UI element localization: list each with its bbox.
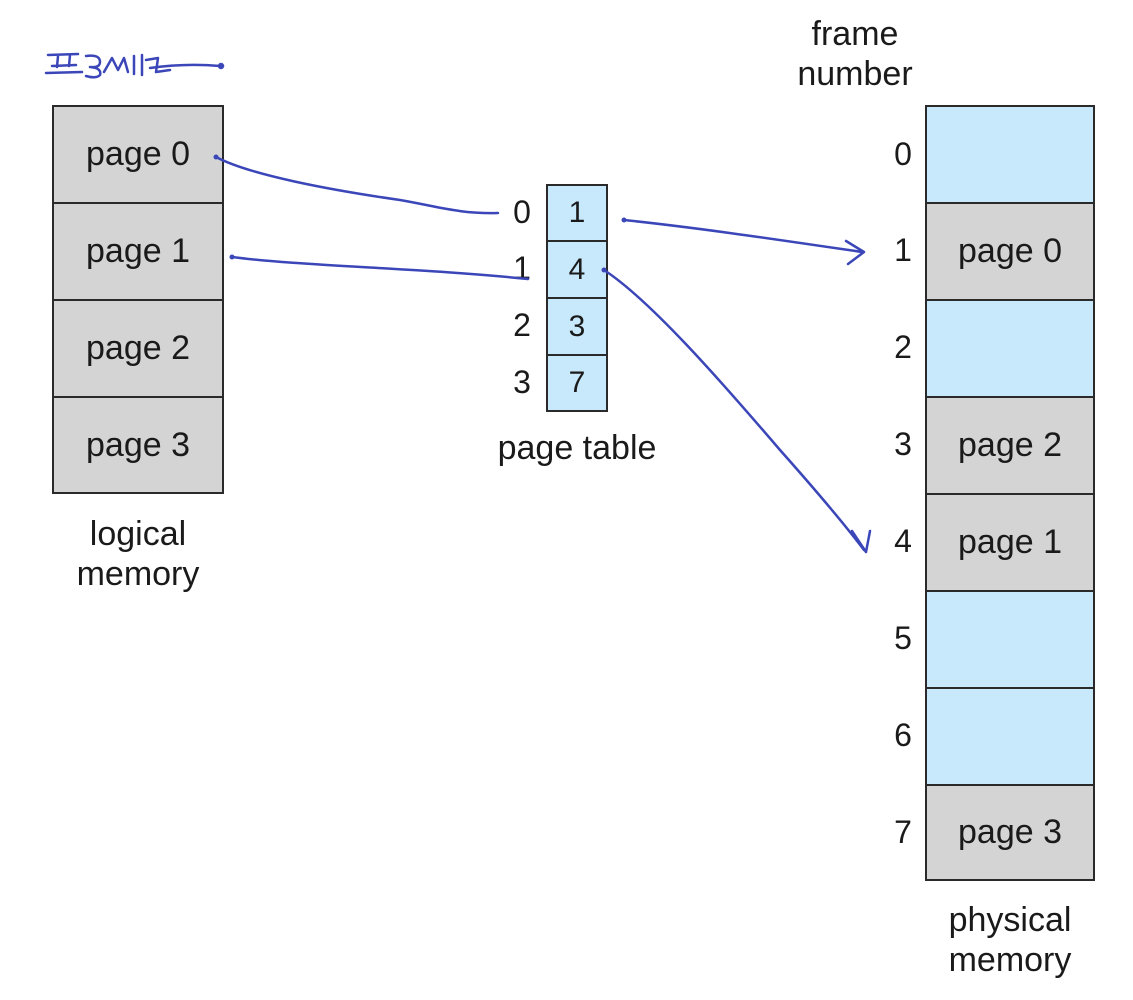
page-table-entry-0: 1 xyxy=(546,184,608,242)
page-table-entry-2: 3 xyxy=(546,297,608,356)
frame-number: 3 xyxy=(894,426,912,462)
page-table-index: 2 xyxy=(513,307,531,343)
logical-page-0: page 0 xyxy=(52,105,224,204)
frame-number: 7 xyxy=(894,814,912,850)
physical-frame-6 xyxy=(925,687,1095,786)
frame-number-header: frame number xyxy=(797,15,913,93)
logical-memory-caption: logical memory xyxy=(76,515,200,593)
physical-frame-7: page 3 xyxy=(925,784,1095,881)
handwritten-korean-annotation xyxy=(44,52,225,79)
arrowhead-frame1 xyxy=(844,239,866,266)
physical-frame-5 xyxy=(925,590,1095,689)
physical-frame-0 xyxy=(925,105,1095,204)
physical-frame-1: page 0 xyxy=(925,202,1095,301)
arrow-pt1-to-frame4 xyxy=(602,268,866,552)
frame-number: 4 xyxy=(894,523,912,559)
page-table-index: 3 xyxy=(513,364,531,400)
physical-memory-caption: physical memory xyxy=(948,901,1072,979)
arrow-pt0-to-frame1 xyxy=(622,218,864,254)
logical-page-label: page 3 xyxy=(86,425,190,464)
logical-page-label: page 1 xyxy=(86,232,190,270)
logical-page-2: page 2 xyxy=(52,299,224,398)
frame-number: 2 xyxy=(894,329,912,365)
page-table-index: 1 xyxy=(513,250,531,286)
logical-page-1: page 1 xyxy=(52,202,224,301)
page-table-caption: page table xyxy=(497,429,657,467)
physical-frame-3: page 2 xyxy=(925,396,1095,495)
arrow-page0-to-pt0 xyxy=(214,155,500,215)
page-table-index: 0 xyxy=(513,194,531,230)
frame-number: 6 xyxy=(894,717,912,753)
page-table-entry-1: 4 xyxy=(546,240,608,299)
arrow-page1-to-pt1 xyxy=(230,255,530,281)
frame-number: 0 xyxy=(894,136,912,172)
physical-frame-4: page 1 xyxy=(925,493,1095,592)
logical-page-label: page 0 xyxy=(86,135,190,173)
arrowhead-frame4 xyxy=(850,529,872,554)
frame-number: 5 xyxy=(894,620,912,656)
frame-number: 1 xyxy=(894,232,912,268)
logical-page-label: page 2 xyxy=(86,329,190,367)
physical-frame-2 xyxy=(925,299,1095,398)
logical-page-3: page 3 xyxy=(52,396,224,494)
page-table-entry-3: 7 xyxy=(546,354,608,412)
